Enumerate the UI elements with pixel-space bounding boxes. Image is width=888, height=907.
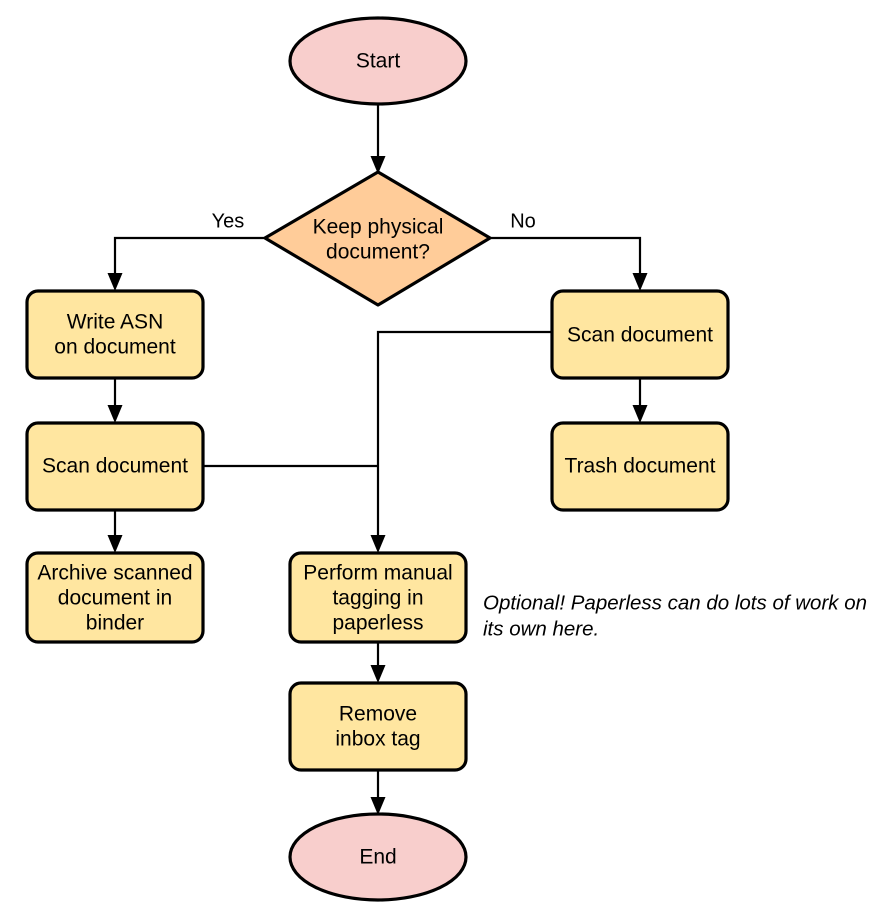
edge-line-yes <box>113 236 265 282</box>
scan-document-right-rect[interactable] <box>550 289 730 380</box>
write-asn-label-line1: Write ASN <box>67 311 163 334</box>
node-scan-document-right[interactable]: Scan document <box>550 289 730 380</box>
end-ellipse[interactable] <box>288 812 468 902</box>
tagging-label-line3: paperless <box>332 612 423 635</box>
edge-label-no: No <box>510 210 536 232</box>
start-label: Start <box>356 50 401 73</box>
archive-rect[interactable] <box>25 551 205 644</box>
write-asn-rect[interactable] <box>25 289 205 380</box>
arrowhead-yes <box>107 273 123 291</box>
node-decision-keep-physical-document[interactable]: Keep physical document? <box>263 170 492 307</box>
decision-label-line1: Keep physical <box>313 216 444 239</box>
tagging-rect[interactable] <box>288 551 468 644</box>
scan-document-right-label: Scan document <box>567 324 713 347</box>
decision-diamond[interactable] <box>263 170 492 307</box>
arrowhead-scanright-trash <box>632 405 648 423</box>
trash-document-rect[interactable] <box>550 421 730 512</box>
edge-decision-yes-to-write-asn <box>107 236 265 291</box>
node-end[interactable]: End <box>288 812 468 902</box>
edge-decision-no-to-scan-right <box>490 236 648 291</box>
node-archive-scanned-document[interactable]: Archive scanned document in binder <box>25 551 205 644</box>
edge-label-yes: Yes <box>212 210 245 232</box>
optional-note-line2: its own here. <box>483 617 599 640</box>
node-start[interactable]: Start <box>288 16 468 106</box>
tagging-label-line2: tagging in <box>332 587 423 610</box>
arrowhead-scanleft-archive <box>107 535 123 553</box>
scan-document-left-label: Scan document <box>42 455 188 478</box>
node-write-asn-on-document[interactable]: Write ASN on document <box>25 289 205 380</box>
edge-line-no <box>490 236 642 282</box>
scan-document-left-rect[interactable] <box>25 421 205 512</box>
node-perform-manual-tagging[interactable]: Perform manual tagging in paperless <box>288 551 468 644</box>
edge-start-to-decision <box>370 104 386 174</box>
arrowhead-writeasn-scanleft <box>107 405 123 423</box>
trash-document-label: Trash document <box>565 455 716 478</box>
edge-line-scanright-tagging <box>376 330 552 544</box>
arrowhead-start-decision <box>370 156 386 174</box>
end-label: End <box>359 846 396 869</box>
archive-label-line3: binder <box>86 612 144 635</box>
annotation-optional-note: Optional! Paperless can do lots of work … <box>483 591 867 640</box>
edge-write-asn-to-scan-left <box>107 378 123 423</box>
optional-note-line1: Optional! Paperless can do lots of work … <box>483 591 867 614</box>
edge-tagging-to-remove-inbox <box>370 642 386 683</box>
archive-label-line2: document in <box>58 587 172 610</box>
node-remove-inbox-tag[interactable]: Remove inbox tag <box>288 681 468 772</box>
tagging-label-line1: Perform manual <box>303 562 452 585</box>
arrowhead-tagging-remove <box>370 665 386 683</box>
remove-inbox-label-line1: Remove <box>339 703 417 726</box>
write-asn-label-line2: on document <box>54 336 176 359</box>
remove-inbox-label-line2: inbox tag <box>335 728 420 751</box>
edge-remove-inbox-to-end <box>370 770 386 815</box>
node-scan-document-left[interactable]: Scan document <box>25 421 205 512</box>
arrowhead-no <box>632 273 648 291</box>
edge-scan-right-to-tagging <box>370 330 552 553</box>
edge-scan-right-to-trash <box>632 378 648 423</box>
start-ellipse[interactable] <box>288 16 468 106</box>
archive-label-line1: Archive scanned <box>37 562 192 585</box>
decision-label-line2: document? <box>326 241 430 264</box>
arrowhead-remove-end <box>370 797 386 815</box>
edge-scan-left-to-archive <box>107 510 123 553</box>
arrowhead-scanright-tagging <box>370 535 386 553</box>
node-trash-document[interactable]: Trash document <box>550 421 730 512</box>
remove-inbox-tag-rect[interactable] <box>288 681 468 772</box>
